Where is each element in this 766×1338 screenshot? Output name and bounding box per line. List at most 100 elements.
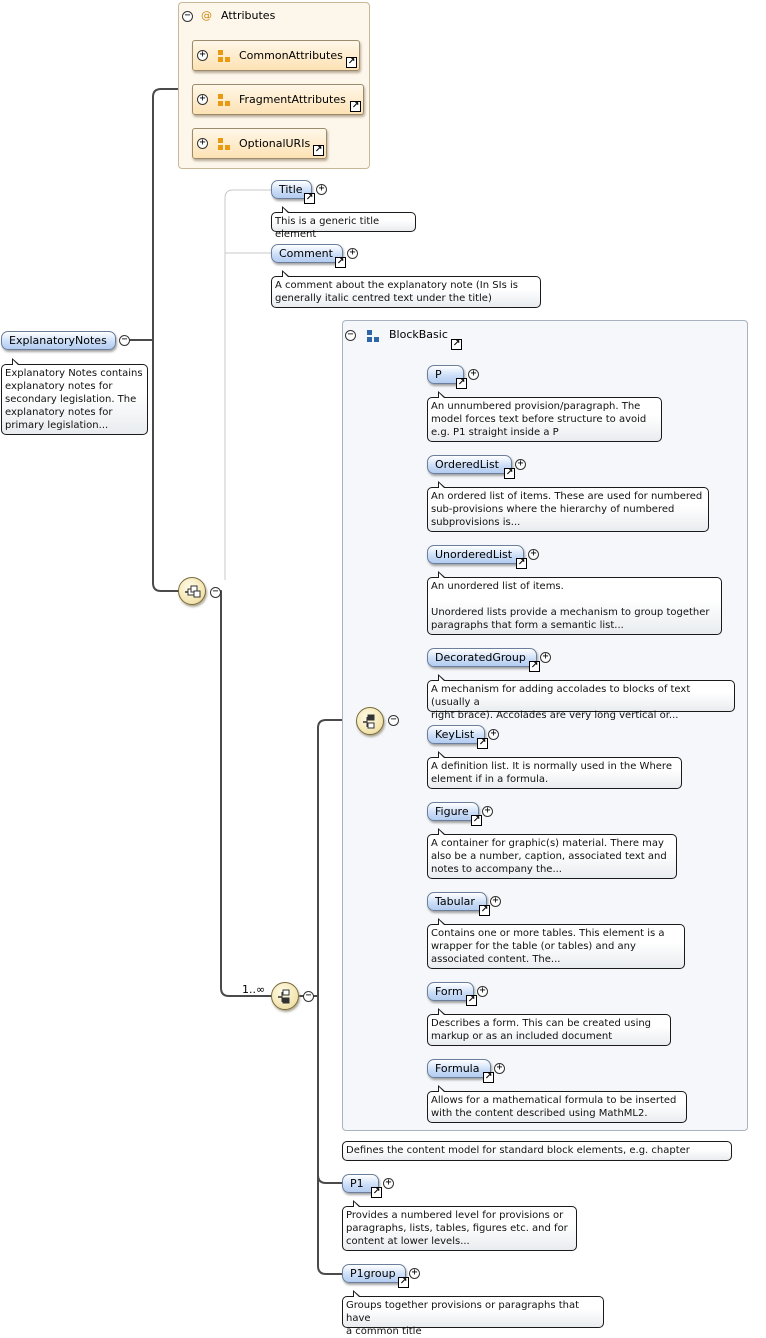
attribute-group-label: CommonAttributes xyxy=(239,49,343,62)
element-p[interactable]: P ↗ xyxy=(427,365,467,389)
element-tabular[interactable]: Tabular ↗ xyxy=(427,892,490,916)
element-label: Comment xyxy=(279,247,333,260)
expand-icon[interactable]: + xyxy=(197,94,208,105)
reference-icon: ↗ xyxy=(371,1187,382,1198)
expand-icon[interactable]: + xyxy=(477,986,488,997)
attributes-container: − @ Attributes + CommonAttributes ↗ + Fr… xyxy=(178,2,370,169)
element-label: KeyList xyxy=(435,728,475,741)
expand-icon[interactable]: + xyxy=(488,729,499,740)
group-label: BlockBasic xyxy=(389,328,448,341)
doc-text: Groups together provisions or paragraphs… xyxy=(346,1300,580,1337)
group-documentation: Defines the content model for standard b… xyxy=(342,1141,732,1161)
collapse-icon[interactable]: − xyxy=(119,335,130,346)
expand-icon[interactable]: + xyxy=(490,896,501,907)
reference-icon: ↗ xyxy=(456,378,467,389)
expand-icon[interactable]: + xyxy=(482,806,493,817)
doc-text: Describes a form. This can be created us… xyxy=(431,1018,652,1042)
reference-icon: ↗ xyxy=(529,661,540,672)
element-documentation: A comment about the explanatory note (In… xyxy=(271,270,541,308)
attribute-group-fragment[interactable]: + FragmentAttributes ↗ xyxy=(192,84,364,115)
attribute-group-common[interactable]: + CommonAttributes ↗ xyxy=(192,40,360,71)
element-documentation: A mechanism for adding accolades to bloc… xyxy=(427,674,735,721)
sequence-compositor-icon[interactable] xyxy=(178,577,206,605)
expand-icon[interactable]: + xyxy=(494,1063,505,1074)
element-unordered-list[interactable]: UnorderedList ↗ xyxy=(427,545,527,569)
cardinality-label: 1..∞ xyxy=(242,983,266,996)
element-label: Figure xyxy=(435,805,469,818)
element-title[interactable]: Title ↗ xyxy=(271,180,315,204)
reference-icon: ↗ xyxy=(466,995,477,1006)
element-label: Formula xyxy=(435,1062,480,1075)
reference-icon: ↗ xyxy=(304,193,315,204)
expand-icon[interactable]: + xyxy=(409,1268,420,1279)
reference-icon: ↗ xyxy=(483,1072,494,1083)
element-documentation: Groups together provisions or paragraphs… xyxy=(342,1290,604,1337)
element-p1[interactable]: P1 ↗ xyxy=(342,1174,382,1198)
attribute-group-label: FragmentAttributes xyxy=(239,93,346,106)
doc-text: Defines the content model for standard b… xyxy=(346,1145,690,1156)
doc-text: Provides a numbered level for provisions… xyxy=(346,1210,568,1247)
element-explanatory-notes[interactable]: ExplanatoryNotes xyxy=(1,331,116,350)
doc-text: An ordered list of items. These are used… xyxy=(431,491,703,528)
element-label: Form xyxy=(435,985,463,998)
element-ordered-list[interactable]: OrderedList ↗ xyxy=(427,455,515,479)
attribute-group-optional-uris[interactable]: + OptionalURIs ↗ xyxy=(192,128,327,159)
attribute-group-icon xyxy=(218,50,230,62)
element-label: OrderedList xyxy=(435,458,499,471)
element-decorated-group[interactable]: DecoratedGroup ↗ xyxy=(427,648,540,672)
doc-text: An unordered list of items. Unordered li… xyxy=(431,581,710,631)
expand-icon[interactable]: + xyxy=(540,652,551,663)
expand-icon[interactable]: + xyxy=(197,138,208,149)
expand-icon[interactable]: + xyxy=(515,459,526,470)
element-formula[interactable]: Formula ↗ xyxy=(427,1059,494,1083)
reference-icon: ↗ xyxy=(313,145,324,156)
group-block-basic: − BlockBasic ↗ xyxy=(342,320,748,1131)
element-documentation: Provides a numbered level for provisions… xyxy=(342,1200,577,1251)
at-icon: @ xyxy=(201,9,212,22)
doc-text: An unnumbered provision/paragraph. The m… xyxy=(431,401,647,438)
collapse-icon[interactable]: − xyxy=(388,715,399,726)
element-form[interactable]: Form ↗ xyxy=(427,982,477,1006)
reference-icon: ↗ xyxy=(504,468,515,479)
doc-text: A comment about the explanatory note (In… xyxy=(275,280,518,304)
reference-icon: ↗ xyxy=(346,57,357,68)
element-documentation: A definition list. It is normally used i… xyxy=(427,751,682,789)
choice-compositor-icon[interactable] xyxy=(271,982,299,1010)
element-label: ExplanatoryNotes xyxy=(9,334,107,347)
reference-icon: ↗ xyxy=(335,257,346,268)
element-label: P1 xyxy=(350,1177,364,1190)
reference-icon: ↗ xyxy=(398,1277,409,1288)
reference-icon: ↗ xyxy=(350,101,361,112)
expand-icon[interactable]: + xyxy=(383,1178,394,1189)
reference-icon: ↗ xyxy=(451,339,462,350)
expand-icon[interactable]: + xyxy=(197,50,208,61)
reference-icon: ↗ xyxy=(479,905,490,916)
group-icon xyxy=(367,330,379,342)
doc-text: This is a generic title element xyxy=(275,216,380,240)
element-comment[interactable]: Comment ↗ xyxy=(271,244,346,268)
expand-icon[interactable]: + xyxy=(528,549,539,560)
reference-icon: ↗ xyxy=(477,738,488,749)
expand-icon[interactable]: + xyxy=(316,184,327,195)
element-figure[interactable]: Figure ↗ xyxy=(427,802,482,826)
choice-compositor-icon[interactable] xyxy=(356,707,384,735)
collapse-icon[interactable]: − xyxy=(303,991,314,1002)
element-p1group[interactable]: P1group ↗ xyxy=(342,1264,409,1288)
collapse-icon[interactable]: − xyxy=(182,11,193,22)
element-label: P xyxy=(435,368,442,381)
reference-icon: ↗ xyxy=(471,815,482,826)
attribute-group-icon xyxy=(218,94,230,106)
element-label: DecoratedGroup xyxy=(435,651,526,664)
collapse-icon[interactable]: − xyxy=(345,330,356,341)
collapse-icon[interactable]: − xyxy=(210,587,221,598)
doc-text: A container for graphic(s) material. The… xyxy=(431,838,667,875)
element-documentation: An unordered list of items. Unordered li… xyxy=(427,571,722,635)
doc-text: A definition list. It is normally used i… xyxy=(431,761,672,785)
doc-text: Allows for a mathematical formula to be … xyxy=(431,1095,677,1119)
element-documentation: An ordered list of items. These are used… xyxy=(427,481,709,532)
expand-icon[interactable]: + xyxy=(347,248,358,259)
element-key-list[interactable]: KeyList ↗ xyxy=(427,725,488,749)
element-documentation: Contains one or more tables. This elemen… xyxy=(427,918,685,969)
element-documentation: This is a generic title element xyxy=(271,206,416,240)
expand-icon[interactable]: + xyxy=(468,369,479,380)
